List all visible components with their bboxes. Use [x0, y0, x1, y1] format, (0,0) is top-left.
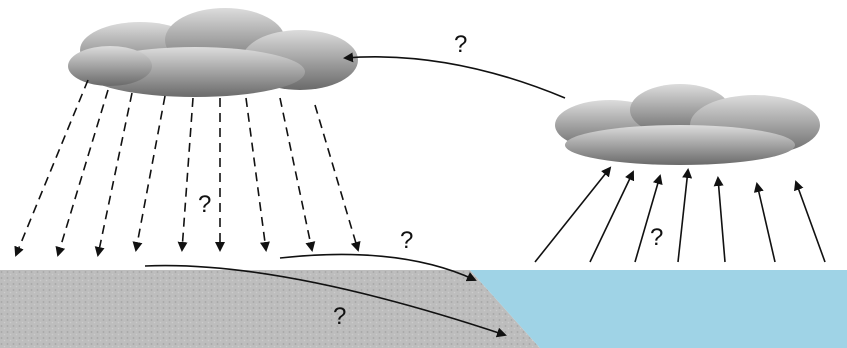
groundwater-flow-arrow — [144, 264, 507, 338]
land-surface — [0, 270, 540, 348]
question-mark-groundwater: ? — [333, 303, 346, 330]
cloud-transfer-arrow — [343, 52, 566, 99]
question-mark-precipitation: ? — [198, 191, 211, 218]
precipitation-arrows — [14, 79, 361, 257]
evaporation-arrows — [534, 166, 826, 263]
question-mark-evaporation: ? — [650, 224, 663, 251]
surface-runoff-arrow — [279, 253, 477, 282]
water-body — [470, 270, 847, 348]
question-mark-cloud-transfer: ? — [454, 31, 467, 58]
rain-cloud-icon — [68, 8, 358, 97]
question-mark-surface-runoff: ? — [400, 227, 413, 254]
cloud-icon — [555, 84, 820, 165]
